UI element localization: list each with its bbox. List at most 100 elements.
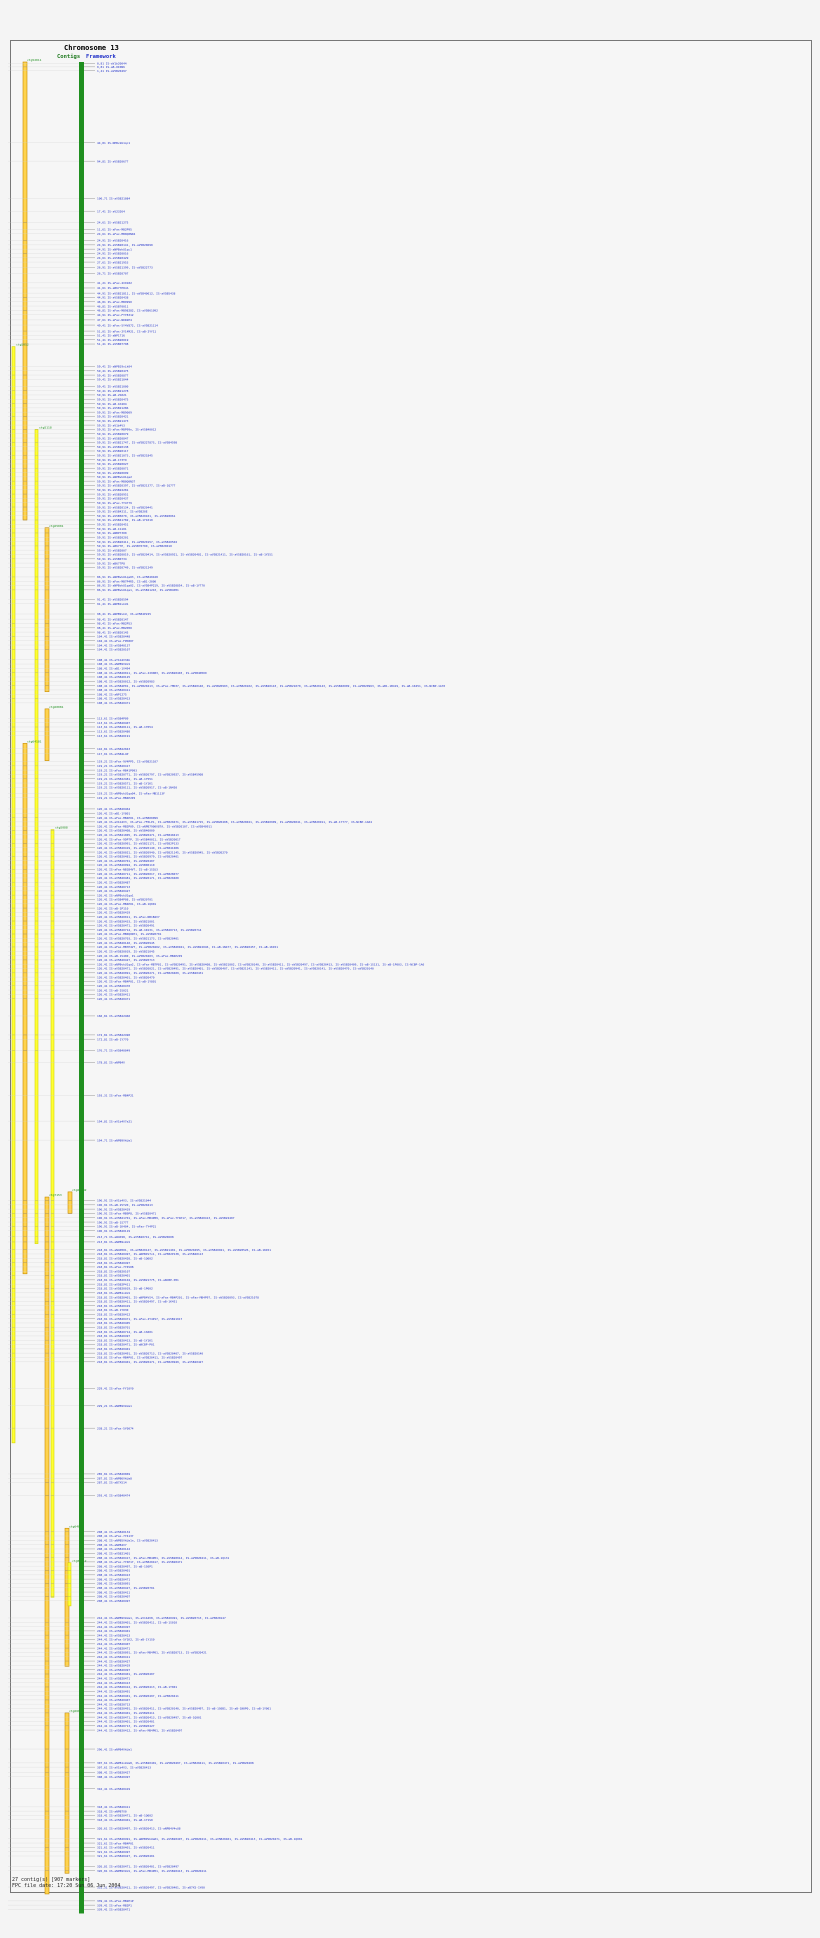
framework-marker-label: 26,91 IS-aV5B21399, IS-aV5B22773 [97,265,153,269]
framework-marker-label: 24,91 IS-aV5B20416 [97,239,129,243]
framework-marker-label: 44,91 IS-aV5B20438 [97,296,129,300]
framework-marker-label: 59,91 IS-aB-1Y3T9 [97,458,127,462]
contig-bar [11,346,16,1444]
framework-marker-label: 126,41 IS-aFax-MB4P01, IS-aB-1Q001 [97,902,156,906]
framework-marker-label: 59,41 IS-aV5B20877 [97,373,129,377]
framework-marker-label: 113,61 IS-aV5B20480 [97,730,130,734]
framework-marker-label: 126,41 IS-aV5B20470 [97,984,130,988]
framework-marker-label: 218,81 IS-aV5B20497 [97,1334,130,1338]
framework-marker-label: 59,91 IS-aV5B20027 [97,462,129,466]
framework-marker-label: 51,41 IS-aV5B20019 [97,338,129,342]
framework-marker-label: 86,91 IS-aNPBvkU1qa1, IS-aV5B21243, IS-a… [97,588,179,592]
framework-marker-label: 244,41 IS-aV5B20497 [97,1668,130,1672]
framework-marker-label: 126,41 IS-aB-2S021 [97,988,129,992]
framework-marker-label: 108,41 IS-aV5B20413 [97,697,130,701]
framework-marker-label: 1,41 IS-aV5B20497 [97,69,127,73]
contig-bar [67,1191,73,1214]
framework-marker-label: 126,41 IS-aV5B20481, IS-aV5B20979, IS-aV… [97,855,179,859]
framework-marker-label: 86,91 IS-aNPBvkU1qa02, IS-aV5B4P219, IS-… [97,584,205,588]
framework-marker-label: 59,41 IS-aV5B21278 [97,389,129,393]
framework-marker-label: 119,21 IS-aNPBvkU1qa04, IS-aFax-MB1113F [97,792,165,796]
framework-marker-label: 208,41 IS-aV5B20471 [97,1577,130,1581]
framework-marker-label: 59,91 IS-aV5B20475 [97,397,129,401]
framework-marker-label: 59,91 IS-aV5B21286 [97,406,129,410]
framework-marker-label: 218,81 IS-aV5B20401 [97,1274,130,1278]
contigs-column-label: Contigs [57,54,80,60]
contig-name: ctg65001 [49,524,64,528]
contig-bar [64,1712,70,1874]
framework-marker-label: 218,81 IS-aV5B20411, IS-aV5B20497, IS-aB… [97,1300,177,1304]
framework-marker-label: 208,41 IS-aV5B20417, IS-aFax-MB4P01, IS-… [97,1556,230,1560]
framework-marker-label: 208,41 IS-aV5B20401 [97,1569,130,1573]
framework-marker-label: 296,41 IS-aNPB4VkUa1 [97,1747,132,1751]
framework-marker-label: 218,81 IS-aV5B20401, IS-aNPB4VS4, IS-aFa… [97,1295,259,1299]
framework-marker-label: 208,41 IS-aV5B20091 [97,1582,130,1586]
framework-marker-label: 218,81 IS-aN4P001, IS-aV5B20147, IS-aV5B… [97,1248,271,1252]
framework-marker-label: 104,41 IS-aV5B20107 [97,648,130,652]
framework-marker-label: 59,91 IS-aV5B20437 [97,497,129,501]
framework-marker-label: 126,41 IS-aV5B20711, IS-aV5B20017, IS-aV… [97,872,179,876]
framework-marker-label: 160,81 IS-aV5B22460 [97,1014,130,1018]
framework-marker-label: 196,91 IS-aV5B21701, IS-aFax-MB4P89, IS-… [97,1216,235,1220]
framework-marker-label: 208,41 IS-aV5B20427, IS-aV5B20701 [97,1586,155,1590]
framework-marker-label: 113,61 IS-aV5B20191 [97,734,130,738]
framework-marker-label: 47,61 IS-aFax-NDR2P4 [97,318,132,322]
framework-marker-label: 91,41 IS-aV5B20594 [97,598,129,602]
framework-marker-label: 244,41 IS-aV5B20407 [97,1698,130,1702]
framework-marker-label: 126,41 IS-aV5B21005, IS-aV5B20471, IS-aV… [97,833,179,837]
contig-name: ctg52011 [27,58,42,62]
framework-marker-label: 59,91 IS-aNPBvkU1qa2 [97,475,132,479]
framework-marker-label: 196,91 IS-aV5B20119 [97,1229,130,1233]
framework-marker-label: 59,91 IS-aV5B20201 [97,535,129,539]
framework-marker-label: 11,61 IS-aFax-MB2P95 [97,228,132,232]
framework-marker-label: 59,91 IS-aV1b4V3 [97,423,125,427]
framework-marker-label: 46,81 IS-aV5B70011 [97,304,129,308]
framework-marker-label: 108,41 IS-aV5B20011, IS-aFax-4I9083, IS-… [97,671,207,675]
framework-marker-label: 113,61 IS-aV5B4P09 [97,717,129,721]
framework-marker-label: 86,91 IS-aNPBvkU1qa03, IS-aV5B40428 [97,575,158,579]
framework-marker-label: 321,61 IS-aV5B20491, IS-aNPB9VkUa01, IS-… [97,1837,303,1841]
framework-marker-label: 59,91 IS-aB677P8 [97,561,125,565]
framework-marker-label: 126,41 IS-aV5B20714, IS-aB-1R131, IS-aV5… [97,928,202,932]
framework-marker-label: 244,41 IS-aV5B20412, IS-aV5B20413, IS-aB… [97,1685,177,1689]
framework-marker-label: 126,41 IS-aB1-1Y801 [97,811,130,815]
framework-marker-label: 126,41 IS-aV5B20464 [97,807,130,811]
framework-marker-label: 318,41 IS-aV5B20411 [97,1805,130,1809]
framework-marker-label: 116,81 IS-aV5B22043 [97,747,130,751]
framework-marker-label: 244,41 IS-aV5B20491, IS-aV5B20411, IS-aV… [97,1707,271,1711]
framework-marker-label: 98,41 IS-aFax-MB2P00 [97,626,132,630]
framework-marker-label: 126,41 IS-aFax-NB1B4V7, IS-aB-1S1U3 [97,868,158,872]
contig-bar [44,1196,50,1895]
contig-name: ctg64046 [69,1524,84,1528]
framework-marker-label: 287,81 IS-aNPB6VkUa8 [97,1476,132,1480]
framework-marker-label: 100,71 IS-aV5B21084 [97,196,130,200]
framework-marker-label: 86,91 IS-aFax-MB7P4R5, IS-aB1-2000 [97,579,156,583]
framework-marker-label: 98,41 IS-aV5B20147 [97,617,129,621]
framework-marker-label: 59,91 IS-aB-2S021 [97,393,127,397]
framework-marker-label: 308,41 IS-aV5B20497 [97,1775,130,1779]
framework-marker-label: 126,41 IS-aNPBvkU1qa1 [97,893,134,897]
framework-marker-label: 208,41 IS-aV5B20134 [97,1530,130,1534]
chromosome-map-frame [10,40,812,1893]
framework-marker-label: 287,81 IS-aB7X514 [97,1481,127,1485]
framework-marker-label: 208,41 IS-aV5B20497 [97,1599,130,1603]
framework-marker-label: 218,81 IS-aV5B20420, IS-aB-1Q002 [97,1256,153,1260]
framework-marker-label: 339,41 IS-aFax-MB2P1P [97,1899,134,1903]
framework-marker-label: 126,41 IS-aFax-MB2P09, IS-aNPB7900V8TA, … [97,824,212,828]
framework-marker-label: 172,81 IS-aV5B22490 [97,1033,130,1037]
framework-marker-label: 126,41 IS-aV5B20703, IS-aV5B21173, IS-aV… [97,937,179,941]
framework-marker-label: 193,31 IS-aFax-MB4P21 [97,1093,134,1097]
framework-marker-label: 244,41 IS-aNPB9VkUa1, IS-aV1b4V8, IS-aV5… [97,1616,226,1620]
framework-marker-label: 218,81 IS-aFax-7Y4V08 [97,1265,134,1269]
framework-marker-label: 229,21 IS-aNPB9VkUa1 [97,1404,132,1408]
contig-name: ctg5012 [16,343,29,347]
framework-marker-label: 208,41 IS-aV5B20142 [97,1547,130,1551]
framework-marker-label: 332,31 IS-aV5B20411, IS-aV5B20497, IS-aV… [97,1885,205,1889]
framework-marker-label: 321,61 IS-aV5B20401, IS-aV5B20411 [97,1846,155,1850]
framework-marker-label: 208,41 IS-aFax-7Y4P17, IS-aV5B20417, IS-… [97,1560,183,1564]
framework-marker-label: 126,41 IS-aV5B20713 [97,885,130,889]
framework-marker-label: 59,91 IS-aV5B20071 [97,466,129,470]
footer-contig-count: 27 contig(s) [907 markers] [12,1877,91,1883]
framework-marker-label: 218,81 IS-aV5B20491, IS-aV5B20713, IS-aV… [97,1351,203,1355]
framework-marker-label: 126,41 IS-aV5B20021, IS-aV5B20940, IS-aV… [97,850,228,854]
